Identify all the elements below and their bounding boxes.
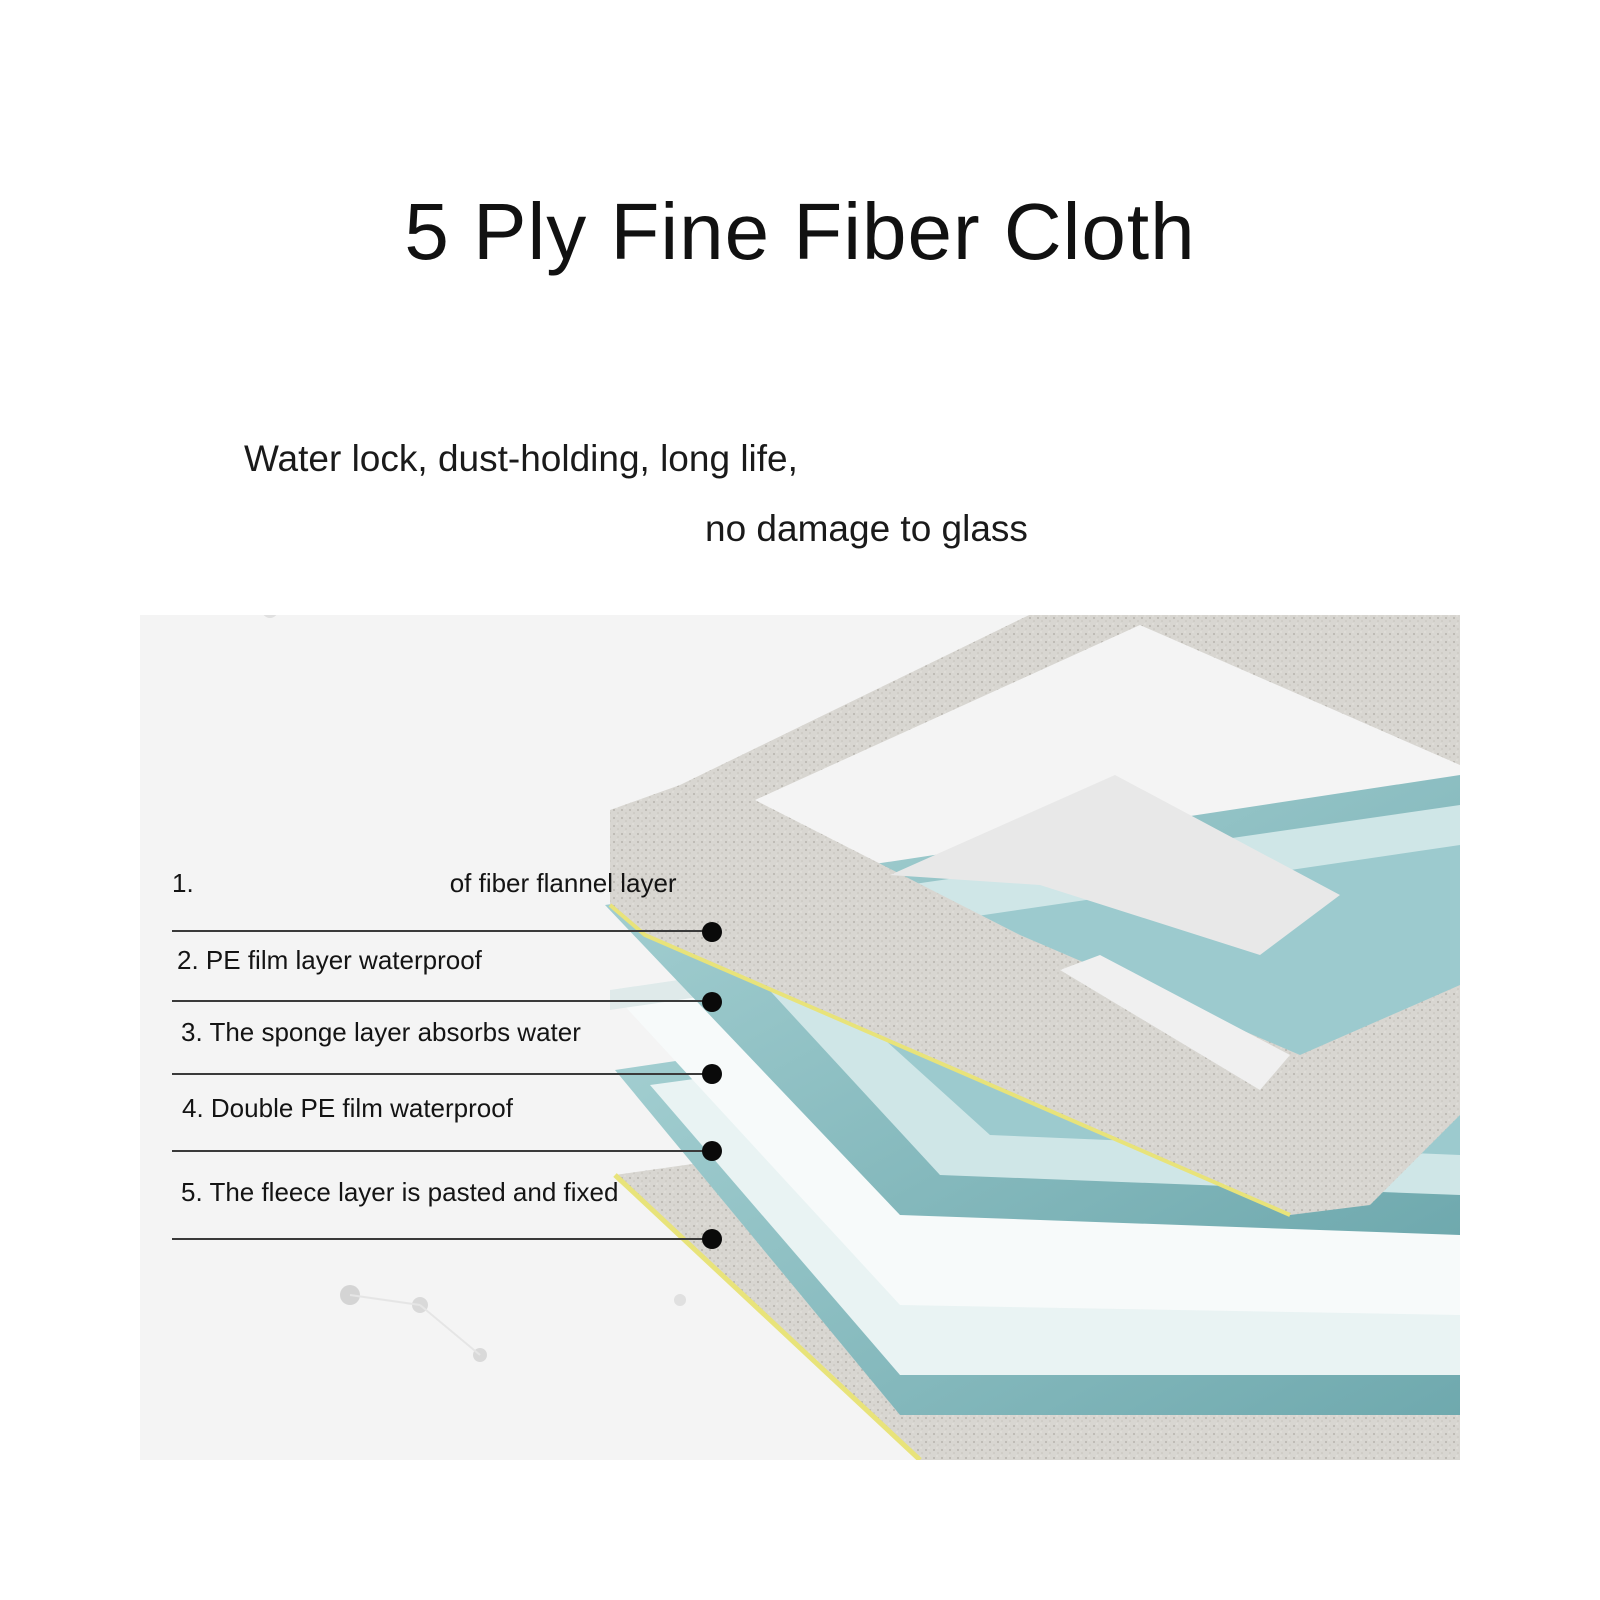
- leader-line-3: [172, 1073, 712, 1075]
- page-title: 5 Ply Fine Fiber Cloth: [404, 187, 1196, 276]
- layer-marker-dot-4: [702, 1141, 722, 1161]
- layer-label-1: 1. of fiber flannel layer: [172, 868, 677, 899]
- layer-label-3: 3. The sponge layer absorbs water: [181, 1017, 581, 1047]
- layer-label-5: 5. The fleece layer is pasted and fixed: [181, 1177, 619, 1207]
- layer-illustration-panel: [140, 615, 1460, 1460]
- network-dots-decoration: [263, 615, 686, 1362]
- layer-marker-dot-3: [702, 1064, 722, 1084]
- layer-marker-dot-2: [702, 992, 722, 1012]
- layer-marker-dot-1: [702, 922, 722, 942]
- layer-1-fiber-flannel-shape: [608, 615, 1460, 1217]
- leader-line-2: [172, 1000, 712, 1002]
- tagline-line-1: Water lock, dust-holding, long life,: [244, 438, 798, 479]
- layer-marker-dot-5: [702, 1229, 722, 1249]
- layer-label-4: 4. Double PE film waterproof: [182, 1093, 513, 1123]
- layer-label-1-number: 1.: [172, 868, 194, 898]
- layer-label-2: 2. PE film layer waterproof: [177, 945, 482, 975]
- tagline-line-2: no damage to glass: [705, 508, 1028, 549]
- cloth-layers-illustration: [263, 615, 1460, 1460]
- leader-line-5: [172, 1238, 712, 1240]
- leader-line-4: [172, 1150, 712, 1152]
- layer-label-1-text: of fiber flannel layer: [449, 868, 677, 898]
- leader-line-1: [172, 930, 712, 932]
